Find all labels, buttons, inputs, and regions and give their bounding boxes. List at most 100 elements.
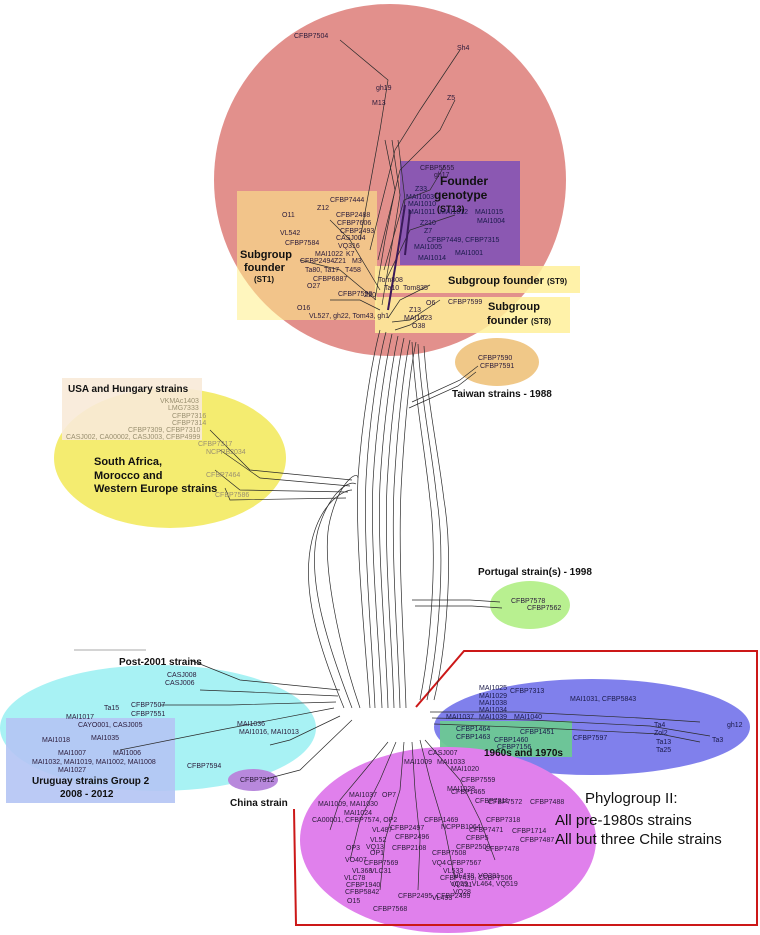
leaf: O15 — [347, 898, 360, 905]
founder-title-2: genotype — [434, 188, 488, 202]
leaf: VQ13 — [366, 844, 384, 851]
leaf: Z20 — [364, 292, 376, 299]
leaf: CFBP7314 — [172, 420, 206, 427]
phylogroup-line-1: Phylogroup II: — [585, 790, 678, 807]
leaf: MAI1005 — [414, 244, 442, 251]
leaf: MAI1015 — [475, 209, 503, 216]
leaf: CFBP7318 — [486, 817, 520, 824]
leaf: T458 — [345, 267, 361, 274]
leaf: CAYO001, CASJ005 — [78, 722, 143, 729]
leaf: CASJ006 — [165, 680, 195, 687]
china-ellipse — [228, 769, 278, 791]
leaf: Z5 — [447, 95, 455, 102]
leaf: O27 — [307, 283, 320, 290]
leaf: CFBP2108 — [392, 845, 426, 852]
phylogroup-line-3: All but three Chile strains — [555, 831, 722, 848]
leaf: CASJ008 — [167, 672, 197, 679]
leaf: gh17 — [434, 172, 450, 179]
leaf: CFBP2493 — [340, 228, 374, 235]
leaf: CFBP7572 — [488, 799, 522, 806]
pink-ellipse — [300, 747, 596, 933]
leaf: MAI1009, MAI1030 — [318, 801, 378, 808]
leaf: K7 — [346, 251, 355, 258]
leaf: VL431 — [452, 882, 472, 889]
leaf: CFBP7439, CFBP7506 — [440, 875, 512, 882]
leaves-blue: MAI1025 CFBP7313 MAI1029 MAI1031, CFBP58… — [479, 685, 743, 754]
leaf: O6 — [426, 300, 435, 307]
subgroup-st8-box — [375, 297, 570, 333]
leaf: Z33 — [415, 186, 427, 193]
leaf: NCPPB2034 — [206, 449, 246, 456]
leaf: CFBP7508 — [432, 850, 466, 857]
leaf: MAI1009 — [404, 759, 432, 766]
uruguay-title-2: 2008 - 2012 — [60, 789, 114, 800]
leaf: Ta80, Ta17 — [305, 267, 339, 274]
st8-title-1: Subgroup — [488, 301, 540, 313]
leaf: gh12 — [727, 722, 743, 729]
leaf: MAI1036 — [237, 721, 265, 728]
leaf: MAI1010 — [408, 201, 436, 208]
leaf: MAI1017 — [66, 714, 94, 721]
leaf: Ta25 — [656, 747, 671, 754]
leaf: MAI1039 — [479, 714, 507, 721]
leaf: O16 — [297, 305, 310, 312]
leaf: CFBP7471 — [469, 827, 503, 834]
leaf: MAI1038 — [479, 700, 507, 707]
leaf: MAI1014 — [418, 255, 446, 262]
usa-title: USA and Hungary strains — [68, 384, 189, 395]
leaves-st9: Tom808 Ta10 Tom835 O6 CFBP7599 Z20 — [364, 277, 482, 307]
portugal-title: Portugal strain(s) - 1998 — [478, 567, 592, 578]
leaf: LMG7333 — [168, 405, 199, 412]
phylogroup-border — [293, 650, 758, 926]
leaf: MAI1023 — [404, 315, 432, 322]
portugal-ellipse — [490, 581, 570, 629]
leaf: VO407 — [345, 857, 367, 864]
leaf: CFBP7584 — [285, 240, 319, 247]
leaf: O38 — [412, 323, 425, 330]
leaf: O11 — [282, 212, 295, 219]
china-leaf: CFBP7312 — [240, 777, 274, 784]
subgroup-st1-box — [237, 191, 377, 320]
taiwan-title: Taiwan strains - 1988 — [452, 389, 552, 400]
leaf: Sh4 — [457, 45, 470, 52]
leaf: VQ28 — [453, 889, 471, 896]
leaf: VKMAc1403 — [160, 398, 199, 405]
leaf: CFBP2488 — [336, 212, 370, 219]
leaf: MAI1001 — [455, 250, 483, 257]
leaf: CFBP1464 — [456, 726, 490, 733]
leaf: CASJ002, CA00002, CASJ003, CFBP4999 — [66, 434, 200, 441]
leaf: MAI1027 — [58, 767, 86, 774]
leaf: MAI1016, MAI1013 — [239, 729, 299, 736]
leaf: MAI1022 — [315, 251, 343, 258]
leaf: MAI1032, MAI1019, MAI1002, MAI1008 — [32, 759, 156, 766]
leaf: MAI1028 — [447, 786, 475, 793]
leaf: MAI1006 — [113, 750, 141, 757]
leaf: CASJ007 — [428, 750, 458, 757]
leaf: CFBP7599 — [448, 299, 482, 306]
leaf: CFBP7487 — [520, 837, 554, 844]
leaf: Tom835 — [403, 285, 428, 292]
taiwan-ellipse — [455, 338, 539, 386]
leaf: MAI1037 — [349, 792, 377, 799]
leaf: MAI1033 — [437, 759, 465, 766]
leaf: Z210 — [420, 220, 436, 227]
leaves-st8: Z13 MAI1023 O38 — [404, 307, 432, 330]
leaf: MAI1029 — [479, 693, 507, 700]
leaf: VLC31 — [370, 868, 392, 875]
leaf: M3 — [352, 258, 362, 265]
taiwan-leaf-2: CFBP7591 — [480, 363, 514, 370]
leaf: MAI1011 — [408, 209, 436, 216]
leaf: CFBP2496 — [395, 834, 429, 841]
leaf: VQ59, VL464, VQ519 — [450, 881, 518, 888]
leaf: MAI1040 — [514, 714, 542, 721]
leaf: CFBP7317 — [198, 441, 232, 448]
st1-code: (ST1) — [254, 275, 274, 284]
leaf: CFBP5 — [466, 835, 489, 842]
leaves-post2001: CASJ008 CASJ006 Ta15 CFBP7507 CFBP7551 M… — [66, 672, 299, 770]
st1-title-2: founder — [244, 262, 286, 274]
portugal-leaf-2: CFBP7562 — [527, 605, 561, 612]
leaf: Ta4 — [654, 722, 665, 729]
leaf: CFBP7507 — [131, 702, 165, 709]
